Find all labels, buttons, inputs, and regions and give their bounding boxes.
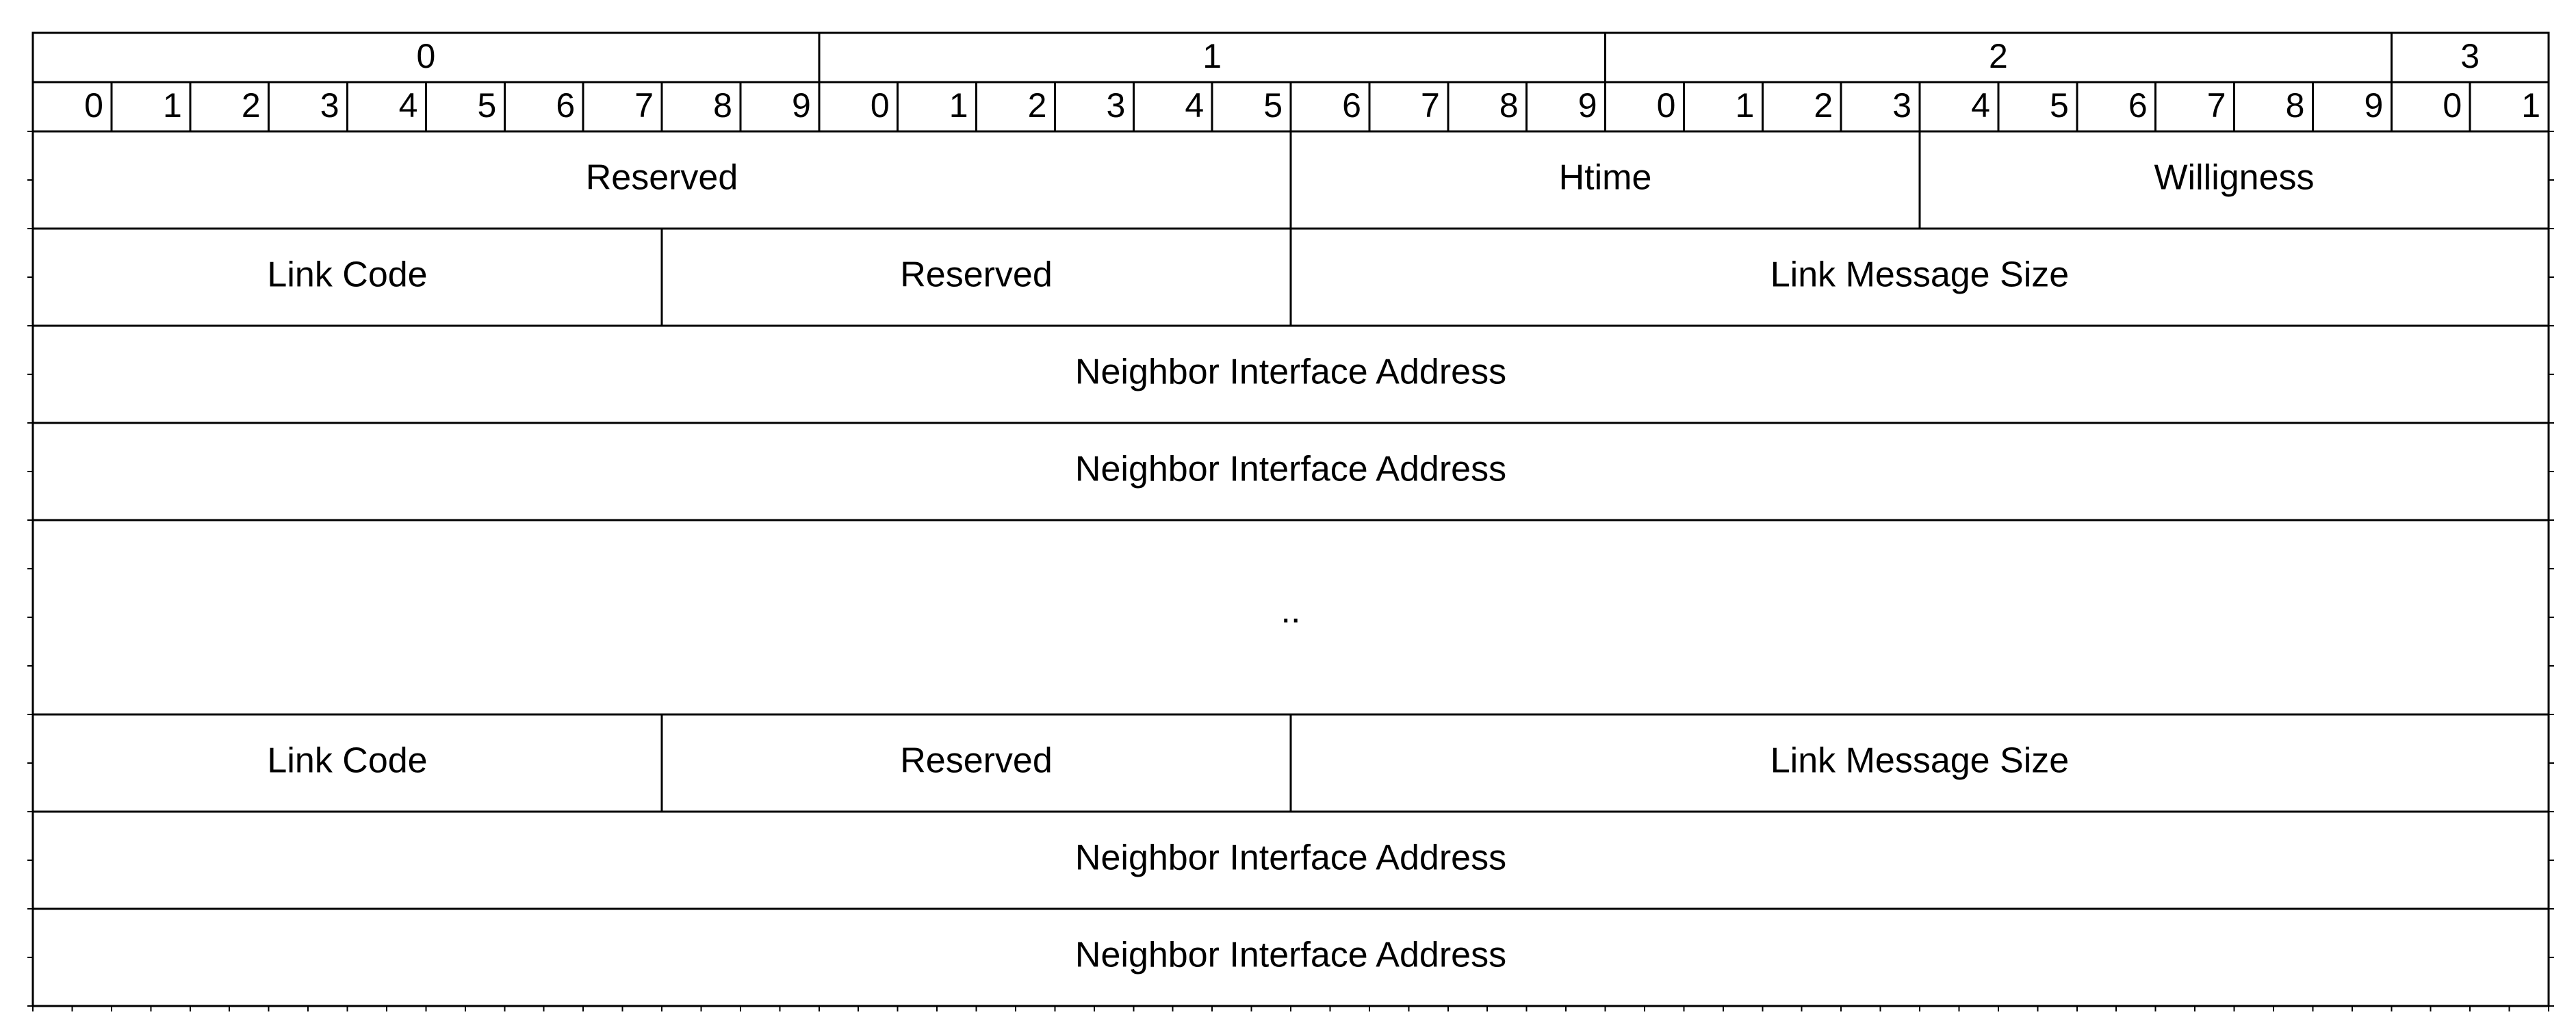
bit-label: 4	[1971, 86, 1990, 125]
bit-label: 3	[320, 86, 339, 125]
ellipsis-label: ..	[1281, 591, 1301, 631]
bit-label: 6	[1342, 86, 1361, 125]
field-label: Neighbor Interface Address	[1075, 352, 1506, 392]
bit-label: 1	[949, 86, 968, 125]
field-label: Link Code	[267, 741, 427, 781]
field-label: Link Code	[267, 255, 427, 295]
word-label: 2	[1989, 37, 2008, 75]
bit-label: 4	[1185, 86, 1204, 125]
bit-label: 1	[2521, 86, 2540, 125]
bit-label: 0	[871, 86, 890, 125]
field-label: Reserved	[586, 158, 738, 198]
bit-label: 0	[1657, 86, 1676, 125]
word-label: 3	[2460, 37, 2480, 75]
word-label: 0	[416, 37, 435, 75]
field-label: Neighbor Interface Address	[1075, 838, 1506, 878]
bit-label: 6	[556, 86, 575, 125]
bit-label: 9	[792, 86, 811, 125]
field-label: Link Message Size	[1770, 741, 2069, 781]
field-label: Neighbor Interface Address	[1075, 936, 1506, 975]
bit-label: 1	[163, 86, 182, 125]
field-label: Reserved	[900, 741, 1053, 781]
field-label: Neighbor Interface Address	[1075, 450, 1506, 489]
bit-label: 7	[1421, 86, 1440, 125]
bit-label: 4	[399, 86, 418, 125]
bit-label: 0	[2443, 86, 2462, 125]
bit-label: 2	[1028, 86, 1047, 125]
bit-label: 5	[1263, 86, 1283, 125]
field-label: Link Message Size	[1770, 255, 2069, 295]
bit-label: 5	[2050, 86, 2069, 125]
word-label: 1	[1202, 37, 1222, 75]
field-label: Reserved	[900, 255, 1053, 295]
bit-label: 3	[1892, 86, 1911, 125]
field-label: Willigness	[2154, 158, 2314, 198]
bit-label: 7	[2207, 86, 2226, 125]
bit-label: 5	[477, 86, 496, 125]
bit-label: 3	[1106, 86, 1125, 125]
bit-label: 9	[1578, 86, 1597, 125]
field-label: Htime	[1559, 158, 1652, 198]
bit-label: 2	[1814, 86, 1833, 125]
bit-label: 8	[713, 86, 732, 125]
bit-label: 1	[1735, 86, 1754, 125]
bit-label: 6	[2128, 86, 2148, 125]
bit-label: 0	[84, 86, 103, 125]
bit-label: 8	[2286, 86, 2305, 125]
bit-label: 9	[2364, 86, 2383, 125]
bit-label: 2	[242, 86, 261, 125]
bit-label: 7	[634, 86, 654, 125]
bit-label: 8	[1499, 86, 1519, 125]
